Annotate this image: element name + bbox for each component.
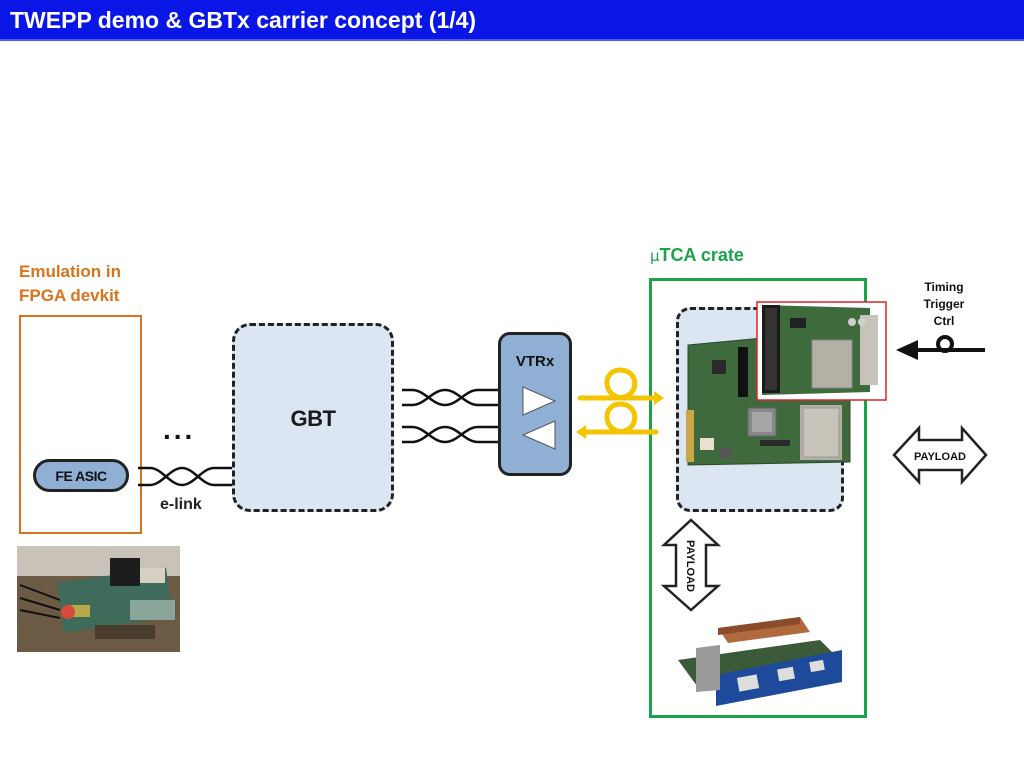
crate-label: μTCA crate bbox=[650, 245, 744, 266]
elink-twisted-pair-icon bbox=[138, 466, 232, 487]
timing-line2: Trigger bbox=[923, 297, 965, 311]
emulation-label-line1: Emulation in bbox=[19, 262, 121, 281]
ellipsis-dots: ... bbox=[163, 414, 196, 445]
vtrx-block: VTRx bbox=[498, 332, 572, 476]
payload-horizontal-label: PAYLOAD bbox=[914, 451, 966, 463]
emulation-label-line2: FPGA devkit bbox=[19, 286, 120, 305]
emulation-label: Emulation in FPGA devkit bbox=[19, 260, 159, 308]
timing-line1: Timing bbox=[924, 280, 964, 294]
payload-vertical-arrow-icon bbox=[660, 518, 722, 612]
timing-trigger-label: Timing Trigger Ctrl bbox=[914, 279, 974, 330]
gbt-vtrx-link-icon bbox=[402, 388, 498, 444]
timing-line3: Ctrl bbox=[933, 314, 955, 328]
crate-label-mu: μ bbox=[650, 247, 660, 265]
vtrx-label: VTRx bbox=[515, 353, 555, 370]
payload-horizontal-arrow-icon bbox=[892, 424, 988, 486]
fe-asic-block: FE ASIC bbox=[33, 459, 129, 492]
elink-label: e-link bbox=[160, 496, 202, 513]
payload-vertical-label: PAYLOAD bbox=[684, 540, 696, 592]
vtrx-triangles-icon bbox=[521, 386, 557, 450]
devkit-photo bbox=[17, 546, 180, 652]
title-bar: TWEPP demo & GBTx carrier concept (1/4) bbox=[0, 0, 1024, 41]
optical-fiber-icon bbox=[577, 367, 659, 435]
timing-arrow-icon bbox=[896, 335, 985, 360]
crate-box bbox=[649, 278, 867, 718]
page-title: TWEPP demo & GBTx carrier concept (1/4) bbox=[10, 7, 477, 33]
gbt-block: GBT bbox=[232, 323, 394, 512]
fiber-arrow-right-icon bbox=[654, 391, 664, 405]
gbt-label: GBT bbox=[290, 406, 336, 431]
amc-card-photo bbox=[678, 617, 842, 706]
crate-label-text: TCA crate bbox=[659, 245, 744, 265]
emulation-box bbox=[19, 315, 142, 534]
fe-asic-label: FE ASIC bbox=[55, 468, 107, 484]
fiber-arrow-left-icon bbox=[576, 425, 586, 439]
fmc-inset-photo bbox=[756, 301, 887, 401]
